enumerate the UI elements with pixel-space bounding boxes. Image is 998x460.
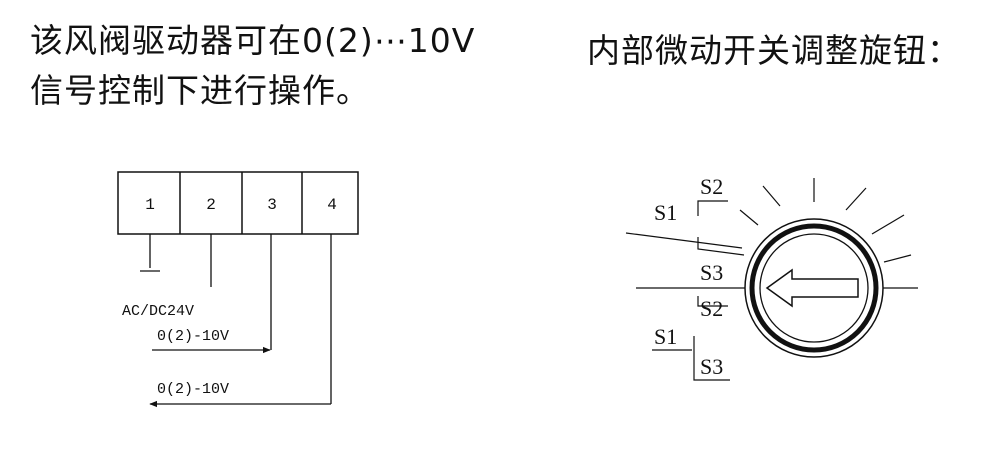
knob-diagram [625, 178, 918, 381]
knob-outer-ring [744, 218, 884, 358]
s3-mid-label: S3 [700, 260, 723, 285]
knob-arrow-icon [765, 268, 859, 308]
terminal-label-3: 3 [267, 196, 277, 214]
left-description-line-1: 该风阀驱动器可在0(2)⋯10V [30, 21, 476, 60]
s3-bottom-leader [693, 336, 730, 381]
wiring-diagram [117, 171, 359, 408]
terminal-block [117, 171, 359, 235]
s3-mid-leader [697, 237, 745, 256]
left-description: 该风阀驱动器可在0(2)⋯10V 信号控制下进行操作。 [30, 16, 475, 116]
s2-top-leader [697, 200, 728, 216]
signal-in-label: 0(2)-10V [157, 328, 229, 345]
s3-bottom-label: S3 [700, 354, 723, 379]
terminal-label-4: 4 [327, 196, 337, 214]
s1-top-leader [625, 232, 743, 249]
knob-tick [739, 209, 759, 226]
knob-tick [871, 214, 905, 235]
s1-bottom-label: S1 [654, 324, 677, 349]
s2-top-label: S2 [700, 174, 723, 199]
terminal-label-2: 2 [206, 196, 216, 214]
terminal-label-1: 1 [145, 196, 155, 214]
knob-tick [883, 254, 912, 263]
knob-tick [762, 185, 781, 207]
knob-bezel [749, 223, 879, 353]
s2-mid-leader [697, 296, 728, 307]
knob-title: 内部微动开关调整旋钮： [587, 31, 961, 70]
s2-mid-label: S2 [700, 296, 723, 321]
s1-top-label: S1 [654, 200, 677, 225]
left-description-line-2: 信号控制下进行操作。 [30, 71, 370, 110]
signal-out-label: 0(2)-10V [157, 381, 229, 398]
knob-inner-ring [759, 233, 869, 343]
knob-tick [845, 187, 867, 211]
supply-label: AC/DC24V [122, 303, 194, 320]
